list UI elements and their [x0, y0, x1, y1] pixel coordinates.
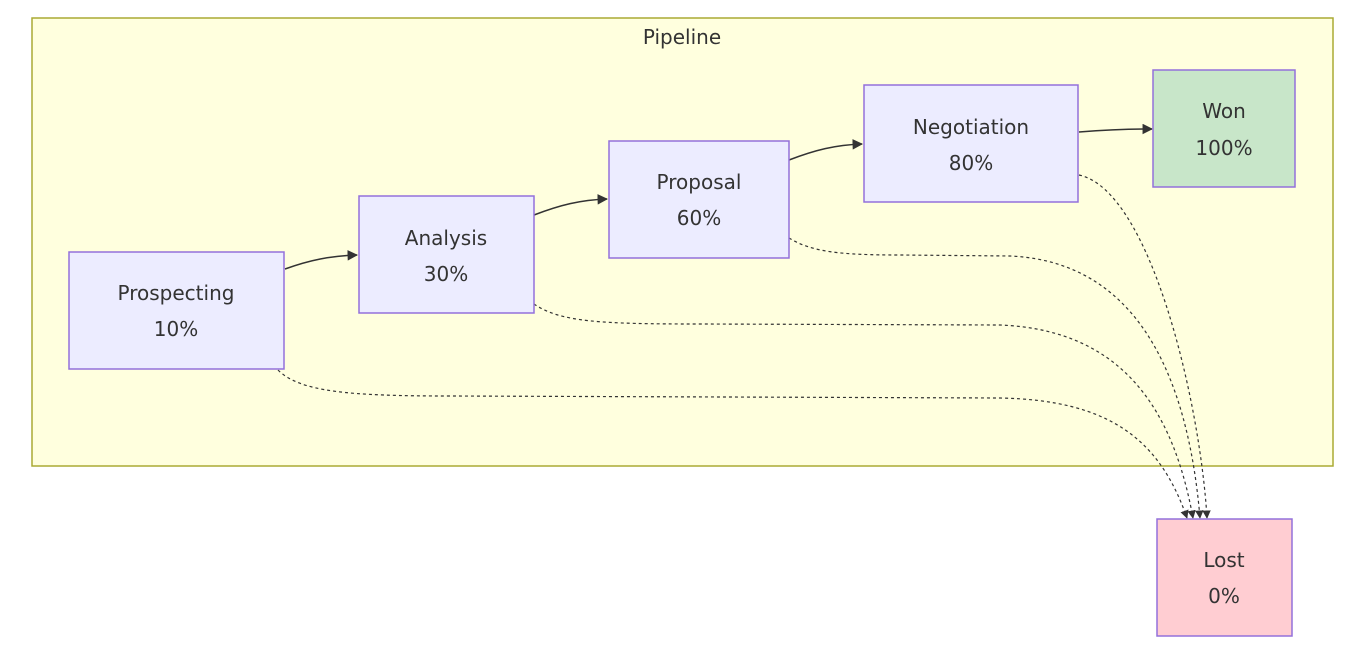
edge-proposal-to-negotiation: [788, 139, 864, 161]
node-negotiation-name: Negotiation: [913, 115, 1029, 139]
node-won: Won 100%: [1152, 69, 1296, 188]
edge-analysis-to-proposal: [533, 194, 609, 216]
node-analysis-percent: 30%: [424, 262, 468, 286]
node-lost-percent: 0%: [1208, 584, 1240, 608]
node-prospecting-box: [68, 251, 285, 370]
edge-prospecting-to-lost: [277, 369, 1189, 519]
edges: [277, 123, 1211, 519]
node-analysis-box: [358, 195, 535, 314]
node-lost: Lost 0%: [1156, 518, 1293, 637]
node-prospecting: Prospecting 10%: [68, 251, 285, 370]
node-lost-name: Lost: [1203, 548, 1244, 572]
edge-negotiation-to-won: [1078, 123, 1154, 135]
node-proposal-percent: 60%: [677, 206, 721, 230]
node-analysis-name: Analysis: [405, 226, 487, 250]
node-prospecting-name: Prospecting: [118, 281, 235, 305]
node-proposal: Proposal 60%: [608, 140, 790, 259]
node-prospecting-percent: 10%: [154, 317, 198, 341]
node-lost-box: [1156, 518, 1293, 637]
node-won-percent: 100%: [1195, 136, 1252, 160]
cluster-pipeline-label: Pipeline: [643, 25, 721, 49]
edge-analysis-to-lost: [533, 303, 1196, 519]
node-negotiation-box: [863, 84, 1079, 203]
node-proposal-name: Proposal: [657, 170, 742, 194]
node-analysis: Analysis 30%: [358, 195, 535, 314]
node-negotiation: Negotiation 80%: [863, 84, 1079, 203]
edge-negotiation-to-lost: [1078, 174, 1211, 519]
node-won-box: [1152, 69, 1296, 188]
edge-prospecting-to-analysis: [284, 250, 359, 270]
node-won-name: Won: [1202, 99, 1246, 123]
node-proposal-box: [608, 140, 790, 259]
node-negotiation-percent: 80%: [949, 151, 993, 175]
